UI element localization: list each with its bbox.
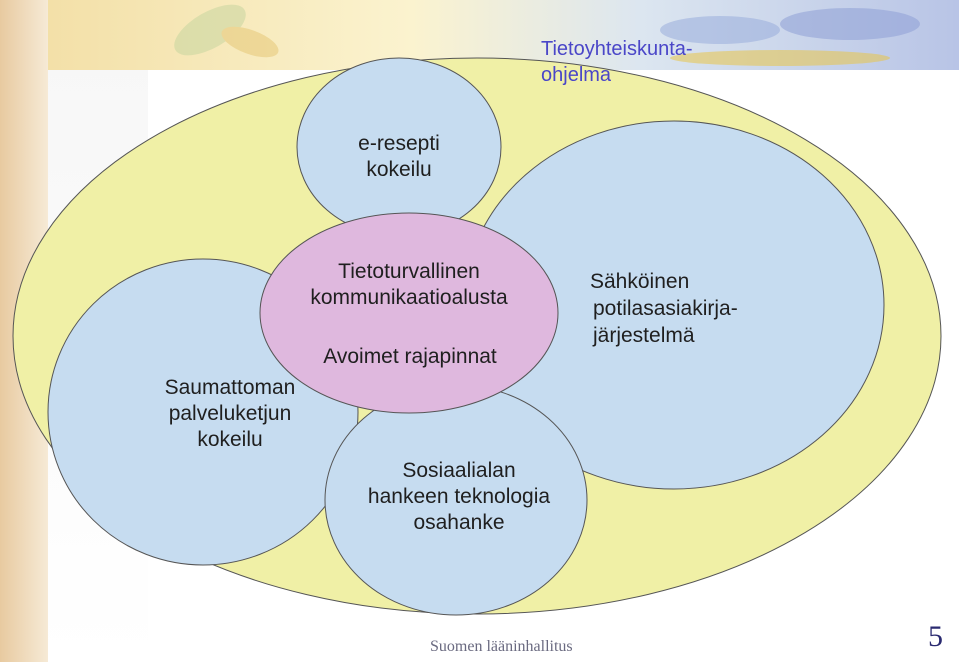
- page-number: 5: [928, 620, 943, 653]
- sahkoinen-label: Sähköinen potilasasiakirja- järjestelmä: [590, 268, 810, 349]
- platform-label: Tietoturvallinen kommunikaatioalusta: [284, 259, 534, 311]
- e-resepti-label: e-resepti kokeilu: [339, 131, 459, 183]
- saumattoman-label: Saumattoman palveluketjun kokeilu: [146, 375, 314, 453]
- label-line: kommunikaatioalusta: [310, 286, 508, 309]
- label-line: Sosiaalialan: [402, 459, 516, 482]
- label-line: kokeilu: [366, 158, 432, 181]
- program-title-line: Tietoyhteiskunta-: [541, 38, 693, 60]
- leaf-decor: [174, 4, 920, 66]
- label-line: Tietoturvallinen: [338, 260, 480, 283]
- label-line: osahanke: [413, 511, 505, 534]
- label-line: Saumattoman: [164, 376, 296, 399]
- label-line: Avoimet rajapinnat: [323, 345, 497, 368]
- label-line: e-resepti: [358, 132, 440, 155]
- label-line: palveluketjun: [168, 402, 292, 425]
- program-title-line: ohjelma: [541, 64, 612, 86]
- label-line: potilasasiakirja-: [593, 297, 738, 320]
- label-line: järjestelmä: [593, 324, 695, 347]
- sosiaali-label: Sosiaalialan hankeen teknologia osahanke: [345, 458, 573, 536]
- platform-sub-label: Avoimet rajapinnat: [290, 344, 530, 370]
- label-line: Sähköinen: [590, 270, 690, 293]
- platform-bubble: [259, 212, 559, 414]
- label-line: hankeen teknologia: [367, 485, 551, 508]
- label-line: kokeilu: [197, 428, 263, 451]
- footer-organization: Suomen lääninhallitus: [430, 638, 573, 655]
- program-title: Tietoyhteiskunta- ohjelma: [541, 36, 693, 88]
